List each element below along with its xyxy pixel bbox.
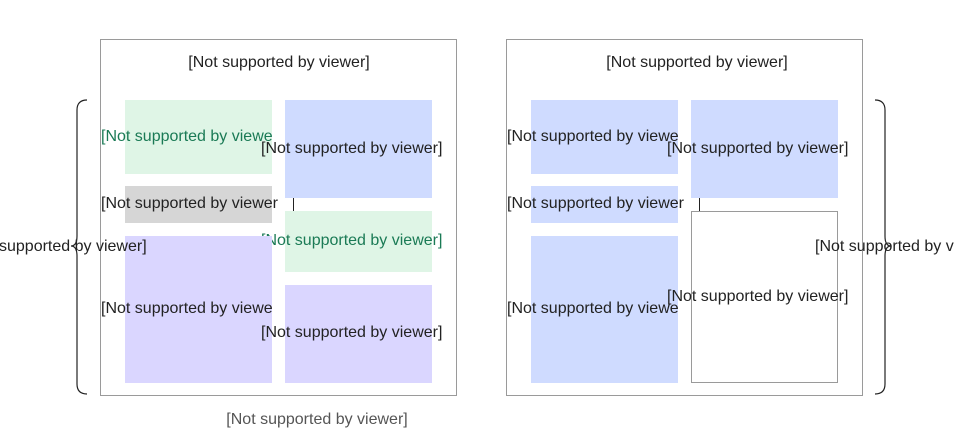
left-box-green-top <box>125 100 272 174</box>
right-box-blue-small-cursor <box>699 198 700 211</box>
left-box-purple-big-label: [Not supported by viewe <box>101 300 273 317</box>
right-box-blue-small <box>531 186 678 223</box>
right-box-white <box>691 211 838 383</box>
bottom-caption: [Not supported by viewer] <box>226 411 408 428</box>
right-box-blue-big-label: [Not supported by viewe <box>507 300 679 317</box>
right-box-blue-top-right <box>691 100 838 198</box>
right-box-blue-small-label: [Not supported by viewer <box>507 195 684 212</box>
left-box-blue-top-label: [Not supported by viewer] <box>261 140 443 157</box>
right-box-blue-top-right-label: [Not supported by viewer] <box>667 140 849 157</box>
left-box-green-mid-label: [Not supported by viewer] <box>261 232 443 249</box>
left-box-gray <box>125 186 272 223</box>
left-box-blue-top <box>285 100 432 198</box>
left-brace <box>70 99 88 395</box>
right-brace-path <box>874 99 892 395</box>
right-brace-label: [Not supported by v <box>815 238 954 255</box>
left-brace-path <box>70 99 88 395</box>
left-box-gray-label: [Not supported by viewer <box>101 195 278 212</box>
right-brace <box>874 99 892 395</box>
left-box-purple-small-label: [Not supported by viewer] <box>261 324 443 341</box>
left-box-green-top-label: [Not supported by viewe <box>101 128 273 145</box>
left-brace-label: supported by viewer] <box>0 238 147 255</box>
left-box-purple-big <box>125 236 272 383</box>
right-box-blue-big <box>531 236 678 383</box>
right-box-blue-top-left-label: [Not supported by viewe <box>507 128 679 145</box>
right-panel-title: [Not supported by viewer] <box>606 54 788 71</box>
left-box-green-mid <box>285 211 432 272</box>
left-panel-title: [Not supported by viewer] <box>188 54 370 71</box>
right-box-white-label: [Not supported by viewer] <box>667 288 849 305</box>
left-box-gray-cursor <box>293 198 294 211</box>
left-box-purple-small <box>285 285 432 383</box>
right-box-blue-top-left <box>531 100 678 174</box>
